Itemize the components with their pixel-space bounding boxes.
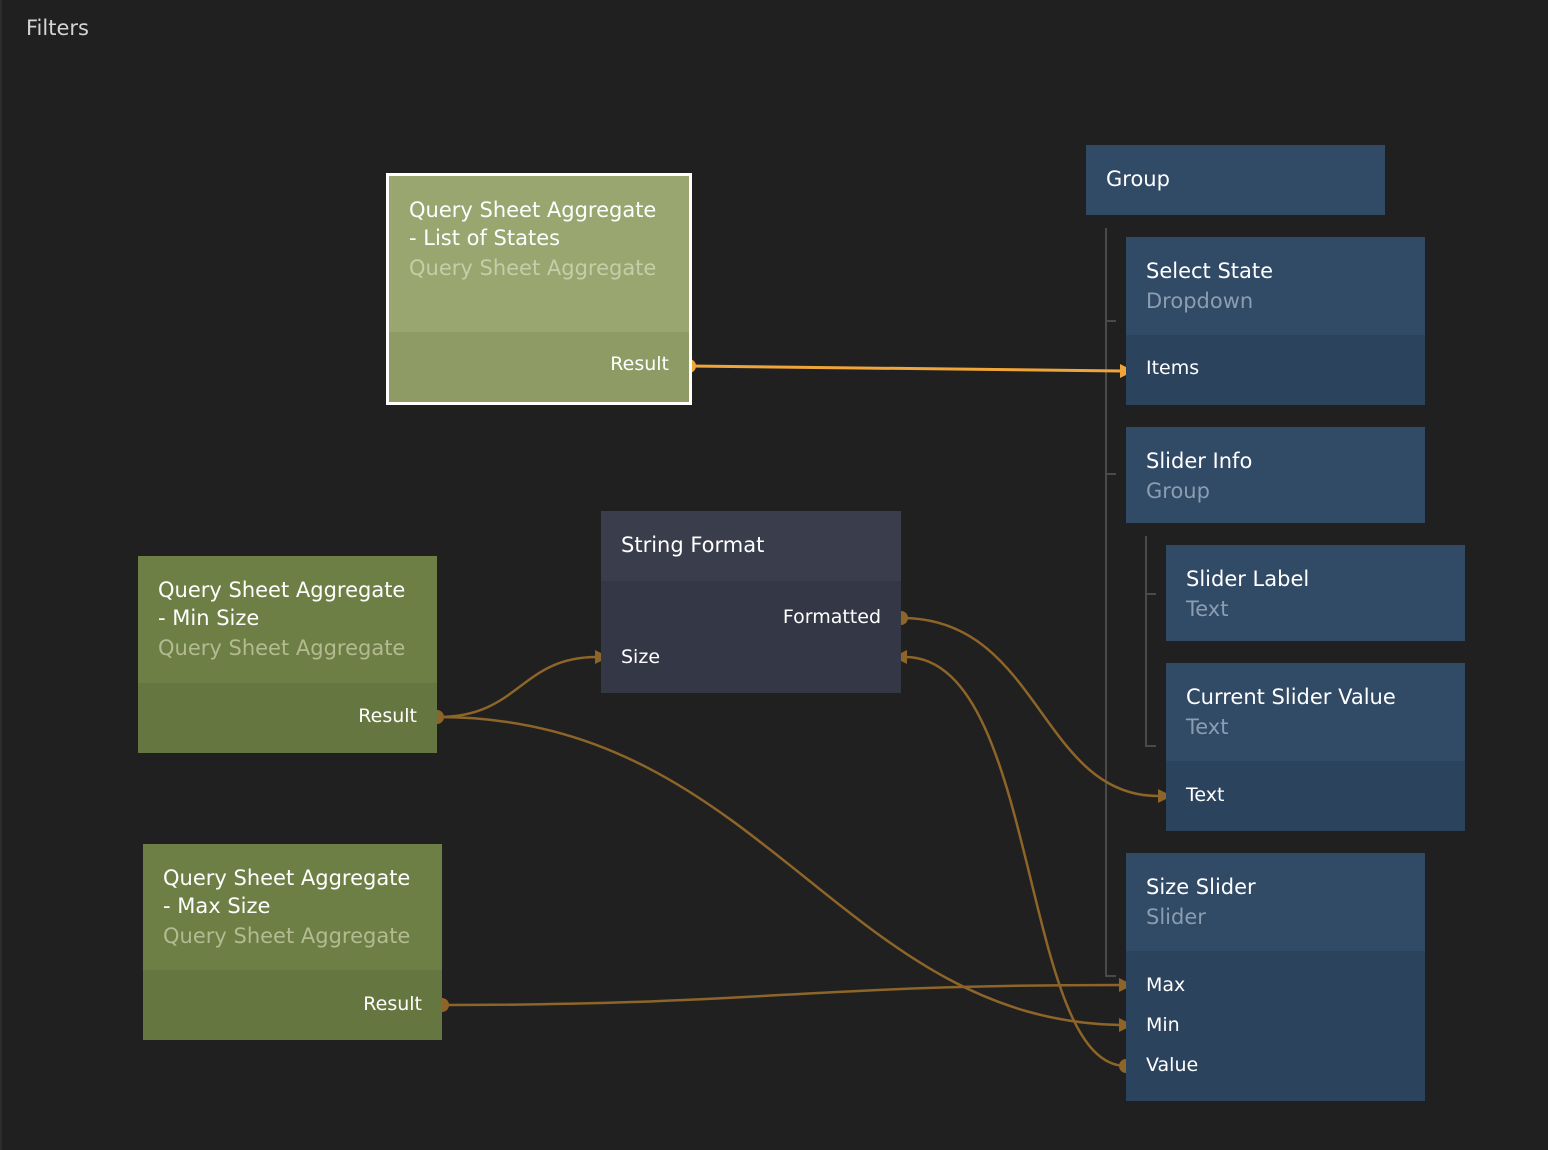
node-ports bbox=[389, 332, 689, 402]
wire-max-to-slider-max[interactable] bbox=[442, 983, 1121, 1007]
node-name: Size Slider bbox=[1146, 875, 1256, 899]
node-name: Slider Info bbox=[1146, 449, 1253, 473]
node-name: Select State bbox=[1146, 259, 1274, 283]
tree-line-group bbox=[1105, 228, 1116, 977]
node-type: Slider bbox=[1146, 905, 1206, 929]
port-result[interactable]: Result bbox=[358, 705, 417, 727]
node-ports bbox=[601, 581, 901, 693]
node-name: String Format bbox=[621, 533, 765, 557]
node-ports bbox=[1126, 951, 1425, 1101]
port-formatted[interactable]: Formatted bbox=[782, 606, 881, 628]
node-type: Query Sheet Aggregate bbox=[158, 636, 406, 660]
node-name: Query Sheet Aggregate - Min Size bbox=[158, 578, 406, 630]
wire-value-to-size[interactable] bbox=[904, 655, 1127, 1068]
node-name: Query Sheet Aggregate - Max Size bbox=[163, 866, 411, 918]
tree-line-slider-info bbox=[1145, 536, 1156, 747]
arrow-text bbox=[1158, 789, 1172, 803]
canvas-title: Filters bbox=[26, 16, 89, 40]
node-type: Query Sheet Aggregate bbox=[163, 924, 411, 948]
node-group[interactable]: Group bbox=[1086, 145, 1385, 215]
node-query-states[interactable]: Query Sheet Aggregate - List of States Q… bbox=[386, 173, 692, 405]
port-result[interactable]: Result bbox=[610, 353, 669, 375]
wire-min-to-slider-min[interactable] bbox=[437, 715, 1121, 1027]
hierarchy-lines bbox=[1105, 228, 1156, 977]
port-size[interactable]: Size bbox=[621, 646, 661, 668]
port-text[interactable]: Text bbox=[1186, 784, 1225, 806]
node-name: Current Slider Value bbox=[1186, 685, 1396, 709]
port-min[interactable]: Min bbox=[1146, 1014, 1180, 1036]
wire-states-to-items[interactable] bbox=[689, 364, 1123, 373]
port-result[interactable]: Result bbox=[363, 993, 422, 1015]
node-name: Query Sheet Aggregate - List of States bbox=[409, 198, 657, 250]
node-ports bbox=[138, 683, 437, 753]
port-items[interactable]: Items bbox=[1146, 357, 1200, 379]
node-type: Dropdown bbox=[1146, 289, 1254, 313]
node-name: Slider Label bbox=[1186, 567, 1310, 591]
node-ports bbox=[143, 970, 442, 1040]
node-type: Text bbox=[1186, 715, 1229, 739]
node-name: Group bbox=[1106, 167, 1170, 191]
node-query-min-size[interactable]: Query Sheet Aggregate - Min Size Query S… bbox=[138, 556, 437, 753]
canvas-border bbox=[0, 0, 2, 1150]
node-slider-info[interactable]: Slider Info Group bbox=[1126, 427, 1425, 523]
port-value[interactable]: Value bbox=[1146, 1054, 1199, 1076]
node-type: Query Sheet Aggregate bbox=[409, 256, 657, 280]
node-string-format[interactable]: String Format Formatted Size bbox=[601, 511, 901, 693]
node-slider-label[interactable]: Slider Label Text bbox=[1166, 545, 1465, 641]
node-type: Group bbox=[1146, 479, 1210, 503]
node-ports bbox=[1126, 335, 1425, 405]
node-select-state[interactable]: Select State Dropdown Items bbox=[1126, 237, 1425, 405]
node-size-slider[interactable]: Size Slider Slider Max Min Value bbox=[1126, 853, 1425, 1101]
node-query-max-size[interactable]: Query Sheet Aggregate - Max Size Query S… bbox=[143, 844, 442, 1040]
node-type: Text bbox=[1186, 597, 1229, 621]
wire-min-to-size[interactable] bbox=[437, 655, 598, 719]
wire-formatted-to-text[interactable] bbox=[901, 616, 1159, 798]
node-current-slider-value[interactable]: Current Slider Value Text Text bbox=[1166, 663, 1465, 831]
node-ports bbox=[1166, 761, 1465, 831]
port-max[interactable]: Max bbox=[1146, 974, 1186, 996]
